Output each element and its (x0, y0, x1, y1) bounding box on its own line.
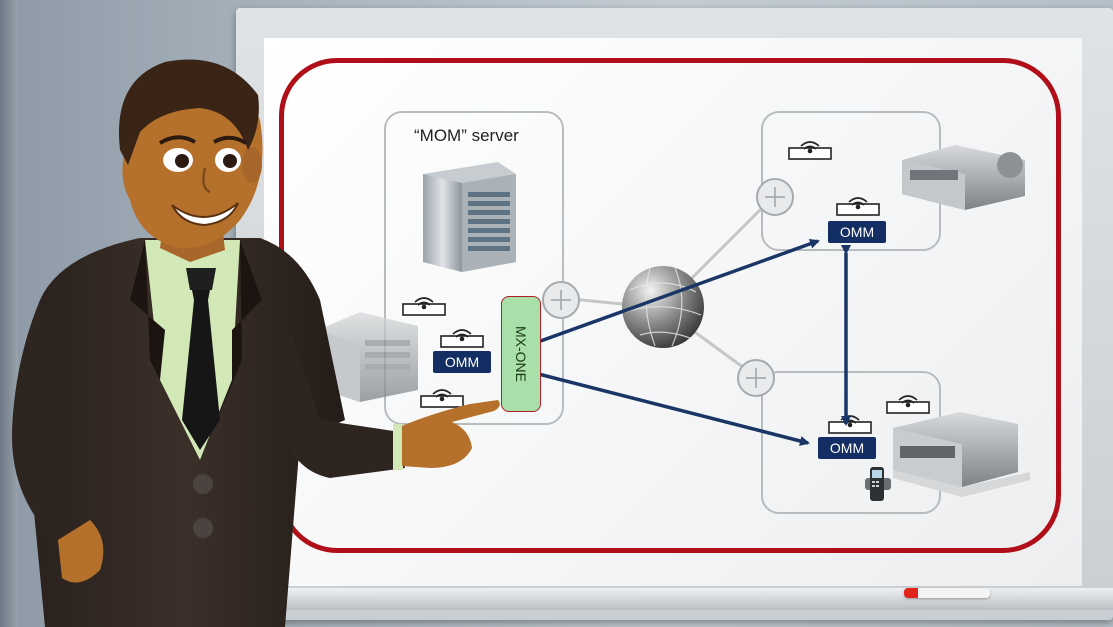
whiteboard-tray (236, 588, 1113, 610)
mx-one-box: MX-ONE (501, 296, 541, 412)
marker-pen-icon (904, 588, 990, 598)
wall-column (0, 0, 18, 627)
omm-box-site-b: OMM (818, 437, 876, 459)
necktie (182, 280, 220, 450)
pointing-hand (402, 400, 500, 468)
marker-cap (904, 588, 918, 598)
hair (118, 59, 259, 165)
pointing-arm (280, 330, 405, 478)
dect-phone-icon (865, 467, 891, 501)
building-icon (318, 145, 1030, 497)
omm-box-mom: OMM (433, 351, 491, 373)
smile (171, 202, 239, 227)
wifi-base-station-icon (402, 141, 930, 434)
suit-jacket (26, 238, 346, 627)
mom-server-label: “MOM” server (414, 126, 519, 145)
omm-box-site-a: OMM (828, 221, 886, 243)
omm-arrows (500, 239, 851, 446)
